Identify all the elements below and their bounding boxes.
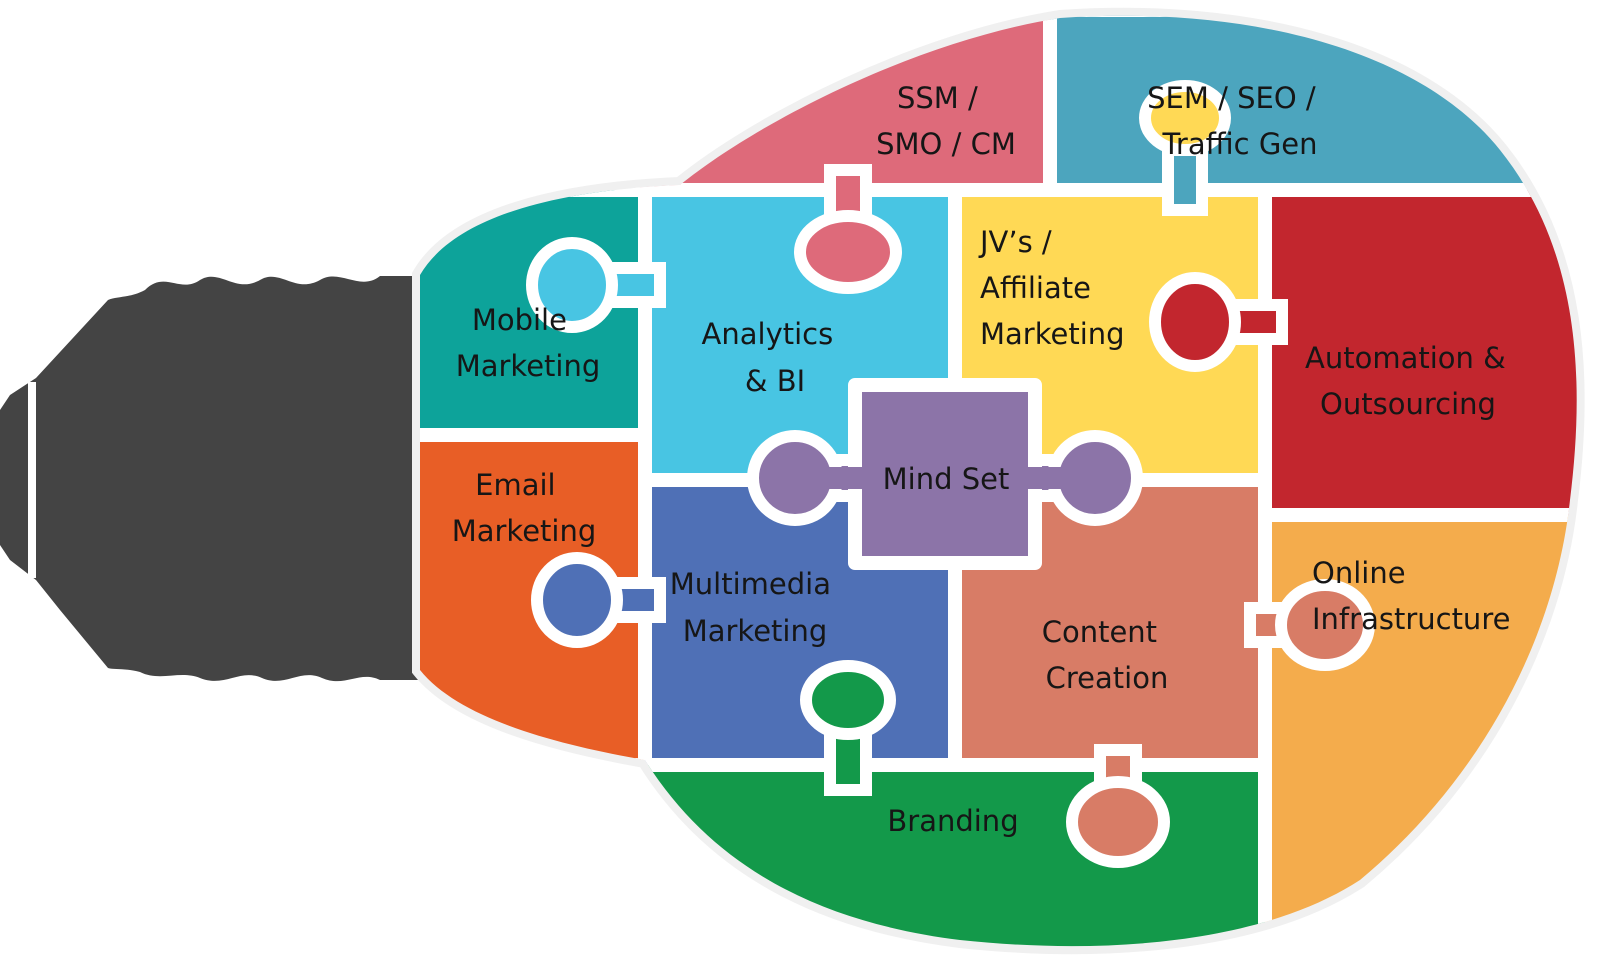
mindset-seam-cover-left [815,467,865,489]
tab-multimedia-knob [531,552,623,648]
label-automation-line1: Automation & [1305,341,1506,375]
tab-content-knob [1066,776,1170,868]
label-analytics-line1: Analytics [702,317,834,351]
label-ssm-line1: SSM / [897,81,978,115]
label-mobile-line1: Mobile [472,303,567,337]
label-jv-line3: Marketing [980,317,1125,351]
label-online: Online Infrastructure [1312,556,1510,636]
label-multimedia-line1: Multimedia [670,567,831,601]
label-ssm: SSM / SMO / CM [876,81,1016,161]
tab-sem-knob [1139,80,1231,156]
label-multimedia-line2: Marketing [683,614,828,648]
label-content: Content Creation [1042,615,1169,695]
label-multimedia: Multimedia Marketing [670,567,840,648]
bulb-screw-base [0,276,420,682]
label-content-line1: Content [1042,615,1157,649]
label-analytics: Analytics & BI [702,317,843,398]
tab-branding-knob [800,660,896,740]
tab-ssm-knob [794,210,902,294]
label-email: Email Marketing [452,468,597,548]
label-mindset-line1: Mind Set [883,462,1010,496]
puzzle-tabs [526,80,1375,868]
bulb-base [0,276,420,682]
label-mobile: Mobile Marketing [456,303,601,383]
label-email-line2: Marketing [452,514,597,548]
piece-mindset-group [747,378,1143,570]
label-jv-line2: Affiliate [980,271,1091,305]
label-online-line1: Online [1312,556,1406,590]
tab-content2-knob [1275,579,1375,671]
label-analytics-line2: & BI [745,364,805,398]
labels: SSM / SMO / CM SEM / SEO / Traffic Gen M… [452,81,1515,838]
label-branding-line1: Branding [887,804,1018,838]
tab-analytics-knob [526,237,618,333]
label-automation: Automation & Outsourcing [1305,341,1515,421]
label-content-line2: Creation [1046,661,1169,695]
label-email-line1: Email [475,468,555,502]
label-online-line2: Infrastructure [1312,602,1510,636]
mindset-seam-cover-right [1025,467,1080,489]
label-automation-line2: Outsourcing [1320,387,1496,421]
label-jv-line1: JV’s / [978,225,1052,259]
label-ssm-line2: SMO / CM [876,127,1016,161]
label-jv: JV’s / Affiliate Marketing [978,225,1125,351]
label-sem: SEM / SEO / Traffic Gen [1147,81,1325,161]
tab-automation-knob [1149,272,1241,372]
label-mobile-line2: Marketing [456,349,601,383]
tab-sem-neck [1162,144,1208,216]
label-sem-line2: Traffic Gen [1161,127,1317,161]
label-mindset: Mind Set [883,462,1010,496]
label-branding: Branding [887,804,1018,838]
label-sem-line1: SEM / SEO / [1147,81,1316,115]
